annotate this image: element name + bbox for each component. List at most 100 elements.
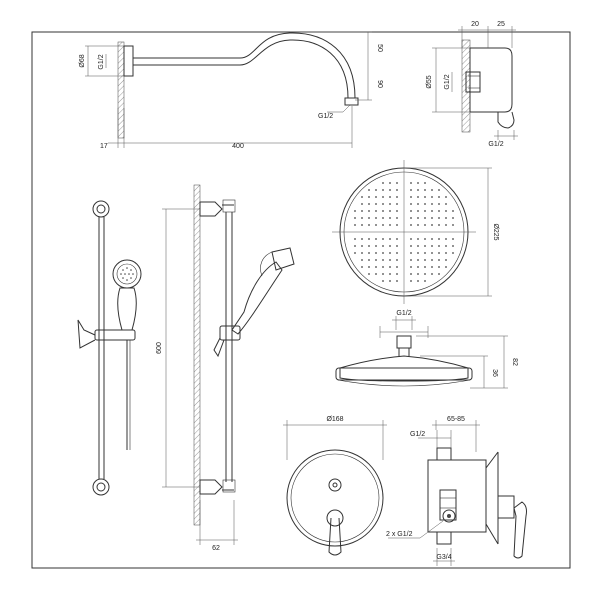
nozzle-dot: [417, 203, 419, 205]
rail-top-bracket: [92, 200, 110, 218]
nozzle-dot: [375, 210, 377, 212]
nozzle-dot: [445, 252, 447, 254]
nozzle-dot: [368, 273, 370, 275]
arm-outlet-nut: [344, 97, 359, 106]
nozzle-dot: [368, 210, 370, 212]
nozzle-dot: [431, 273, 433, 275]
hand-shower-handle: [117, 287, 137, 331]
nozzle-dot: [417, 210, 419, 212]
diverter-knob: [328, 478, 342, 492]
valve-body: [427, 459, 487, 533]
dim-head-thread: G1/2: [396, 310, 411, 317]
dim-elbow-depth-a: 20: [471, 21, 479, 28]
nozzle-dot: [375, 189, 377, 191]
nozzle-dot: [389, 252, 391, 254]
dim-arm-outlet-thread: G1/2: [318, 113, 333, 120]
nozzle-dot: [389, 266, 391, 268]
valve-top-port: [436, 447, 452, 461]
valve-cartridge: [439, 489, 457, 521]
nozzle-dot: [410, 252, 412, 254]
nozzle-dot: [452, 210, 454, 212]
hand-shower-side-handle: [231, 261, 283, 335]
nozzle-dot: [389, 210, 391, 212]
nozzle-dot: [375, 196, 377, 198]
nozzle-dot: [417, 245, 419, 247]
nozzle-dot: [445, 196, 447, 198]
nozzle-dot: [396, 189, 398, 191]
nozzle-dot: [375, 259, 377, 261]
nozzle-dot: [368, 196, 370, 198]
nozzle-dot: [417, 266, 419, 268]
nozzle-dot: [361, 266, 363, 268]
mixer-plate: [286, 449, 384, 547]
nozzle-dot: [424, 203, 426, 205]
nozzle-dot: [389, 273, 391, 275]
nozzle-dot: [361, 252, 363, 254]
nozzle-dot: [410, 182, 412, 184]
nozzle-dot: [410, 259, 412, 261]
nozzle-dot: [375, 224, 377, 226]
nozzle-dot: [382, 217, 384, 219]
nozzle-dot: [396, 217, 398, 219]
nozzle-dot: [424, 238, 426, 240]
nozzle-dot: [410, 245, 412, 247]
dim-head-height: 36: [491, 369, 498, 377]
nozzle-dot: [431, 252, 433, 254]
nozzle-dot: [389, 196, 391, 198]
slide-rail-side-view: 600 62: [156, 184, 295, 552]
nozzle-dot: [354, 224, 356, 226]
dim-rail-projection: 62: [212, 545, 220, 552]
shower-arm-pipe-lower: [133, 39, 349, 99]
nozzle-dot: [445, 210, 447, 212]
nozzle-dot: [410, 189, 412, 191]
rain-head-side-view: G1/2 36 82: [335, 310, 518, 389]
nozzle-dot: [417, 252, 419, 254]
nozzle-dot: [389, 182, 391, 184]
mixer-lever: [328, 517, 342, 556]
nozzle-dot: [417, 259, 419, 261]
valve-escutcheon-boss: [497, 495, 515, 519]
nozzle-dot: [445, 266, 447, 268]
nozzle-dot: [354, 217, 356, 219]
elbow-inner-thread: [465, 71, 481, 93]
nozzle-dot: [417, 217, 419, 219]
nozzle-dot: [389, 238, 391, 240]
nozzle-dot: [389, 259, 391, 261]
nozzle-dot: [438, 266, 440, 268]
nozzle-dot: [452, 238, 454, 240]
nozzle-dot: [382, 224, 384, 226]
nozzle-dot: [361, 203, 363, 205]
rail-slider-holder: [94, 329, 136, 341]
nozzle-dot: [382, 273, 384, 275]
nozzle-dot: [438, 217, 440, 219]
nozzle-dot: [438, 273, 440, 275]
nozzle-dot: [410, 224, 412, 226]
nozzle-dot: [375, 245, 377, 247]
slider-lever: [77, 319, 96, 349]
nozzle-dot: [424, 189, 426, 191]
nozzle-dot: [396, 182, 398, 184]
valve-inlet-port: [442, 509, 456, 523]
valve-side-lever: [513, 501, 527, 559]
nozzle-dot: [382, 196, 384, 198]
nozzle-dot: [417, 189, 419, 191]
nozzle-dot: [410, 217, 412, 219]
nozzle-dot: [375, 252, 377, 254]
nozzle-dot: [361, 238, 363, 240]
nozzle-dot: [452, 252, 454, 254]
nozzle-dot: [382, 210, 384, 212]
elbow-body: [469, 47, 513, 113]
rail-bottom-bracket: [92, 478, 110, 496]
nozzle-dot: [438, 210, 440, 212]
rail-side-slider: [219, 325, 241, 341]
dim-elbow-thread: G1/2: [444, 74, 451, 89]
nozzle-dot: [424, 210, 426, 212]
dim-arm-offset: 17: [100, 143, 108, 150]
shower-arm-view: Ø68 G1/2 50 90 G1/2 17 400: [79, 31, 383, 150]
nozzle-dot: [389, 224, 391, 226]
nozzle-dot: [396, 238, 398, 240]
mixer-front-view: Ø168: [283, 416, 387, 556]
shower-arm-pipe-upper: [133, 32, 356, 99]
nozzle-dot: [445, 259, 447, 261]
